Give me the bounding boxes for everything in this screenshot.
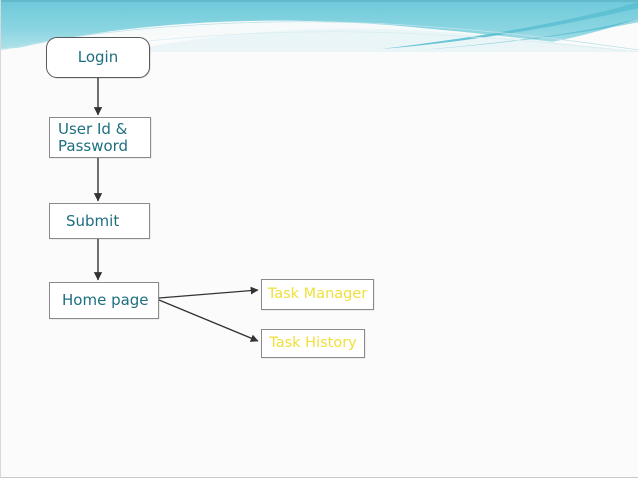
node-submit[interactable]: Submit [49, 203, 150, 239]
node-user-id-password[interactable]: User Id & Password [49, 117, 151, 158]
node-home-page-label: Home page [62, 291, 149, 310]
edge-home-to-task-manager [158, 286, 259, 299]
node-task-manager-label: Task Manager [267, 286, 368, 303]
node-user-id-password-label: User Id & Password [58, 119, 129, 155]
node-task-manager[interactable]: Task Manager [261, 279, 374, 310]
edge-home-to-task-history [158, 299, 259, 342]
node-submit-label: Submit [66, 211, 120, 230]
node-login[interactable]: Login [46, 37, 150, 78]
node-task-history-label: Task History [269, 335, 357, 352]
node-task-history[interactable]: Task History [261, 329, 365, 358]
node-login-label: Login [77, 48, 119, 67]
node-home-page[interactable]: Home page [49, 282, 159, 319]
